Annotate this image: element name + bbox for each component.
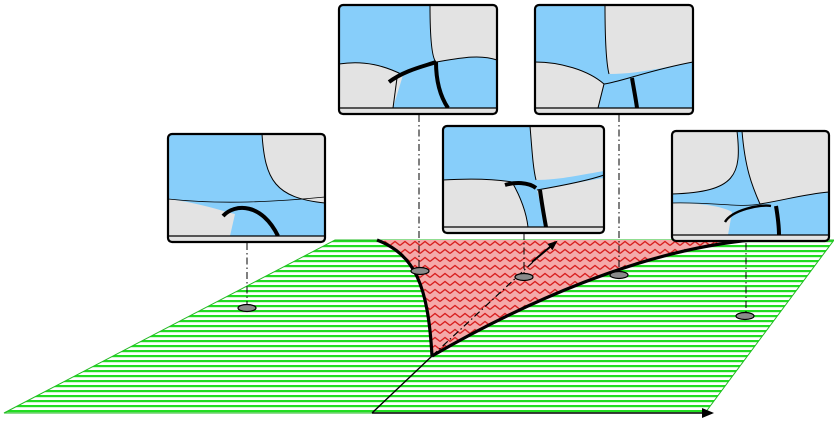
marker-2 <box>410 266 430 276</box>
marker-4 <box>609 270 629 280</box>
diagonal-dashdot-path <box>431 247 549 357</box>
path-direction-arrow <box>531 240 558 263</box>
vertical-axis-line <box>371 355 433 414</box>
inset-panel-5 <box>670 129 831 243</box>
leader-lines <box>246 115 747 316</box>
inset-panel-3 <box>533 3 695 116</box>
marker-3 <box>514 272 534 282</box>
cusp-left-boundary <box>376 238 434 357</box>
cusp-right-boundary <box>431 238 753 358</box>
inset-panel-1 <box>166 132 327 244</box>
marker-1 <box>237 303 257 313</box>
inset-panel-4 <box>441 124 606 235</box>
inset-panel-2 <box>337 3 499 116</box>
marker-5 <box>735 311 755 321</box>
markers <box>237 266 755 321</box>
cusp-region <box>377 240 752 356</box>
